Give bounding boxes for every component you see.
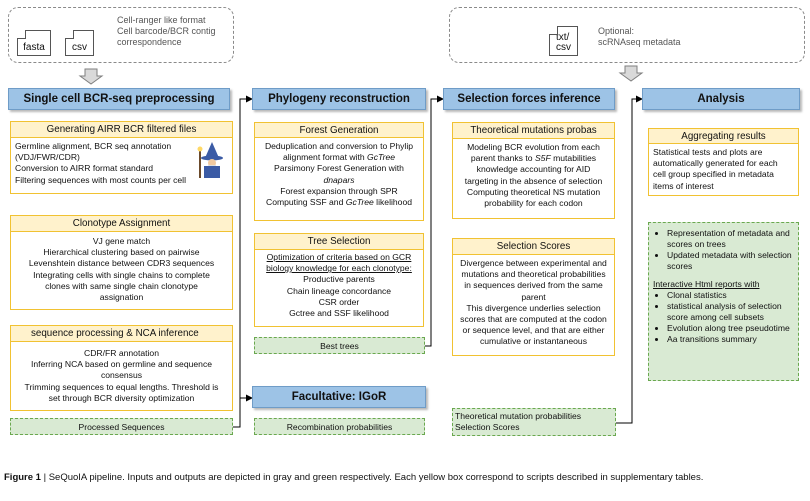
box-airr-title: Generating AIRR BCR filtered files xyxy=(10,121,233,138)
output-best-trees: Best trees xyxy=(254,337,425,354)
optional-description: Optional: scRNAseq metadata xyxy=(598,26,681,47)
output-processed-sequences: Processed Sequences xyxy=(10,418,233,435)
box-clonotype-body: VJ gene match Hierarchical clustering ba… xyxy=(10,231,233,310)
connector-3-4 xyxy=(616,95,643,424)
header-preprocessing: Single cell BCR-seq preprocessing xyxy=(8,88,230,110)
optional-input-box: txt/ csv Optional: scRNAseq metadata xyxy=(449,7,805,63)
box-nca-title: sequence processing & NCA inference xyxy=(10,325,233,342)
box-tree-selection-body: Optimization of criteria based on GCR bi… xyxy=(254,249,424,327)
output-recombination-probabilities: Recombination probabilities xyxy=(254,418,425,435)
box-aggregating-title: Aggregating results xyxy=(648,128,799,144)
down-arrow-icon xyxy=(618,65,644,82)
figure-caption: Figure 1 | SeQuoIA pipeline. Inputs and … xyxy=(4,472,704,483)
box-selection-scores-title: Selection Scores xyxy=(452,238,615,255)
header-facultative-igor: Facultative: IGoR xyxy=(252,386,426,408)
box-mutation-probas-body: Modeling BCR evolution from each parent … xyxy=(452,138,615,219)
box-forest-title: Forest Generation xyxy=(254,122,424,138)
box-clonotype-title: Clonotype Assignment xyxy=(10,215,233,232)
connector-2-3 xyxy=(425,95,444,347)
connector-1-2 xyxy=(233,95,253,428)
header-selection-forces: Selection forces inference xyxy=(443,88,615,110)
header-phylogeny: Phylogeny reconstruction xyxy=(252,88,426,110)
box-aggregating-body: Statistical tests and plots are automati… xyxy=(648,143,799,196)
box-airr-body: Germline alignment, BCR seq annotation (… xyxy=(10,137,233,194)
box-tree-selection-title: Tree Selection xyxy=(254,233,424,250)
file-icon: csv xyxy=(65,30,94,56)
box-selection-scores-body: Divergence between experimental and muta… xyxy=(452,254,615,356)
box-nca-body: CDR/FR annotation Inferring NCA based on… xyxy=(10,341,233,411)
box-mutation-probas-title: Theoretical mutations probas xyxy=(452,122,615,139)
wizard-icon xyxy=(197,142,223,178)
down-arrow-icon xyxy=(78,68,104,85)
output-analysis-results: Representation of metadata and scores on… xyxy=(648,222,799,381)
header-analysis: Analysis xyxy=(642,88,800,110)
box-forest-body: Deduplication and conversion to Phylip a… xyxy=(254,137,424,221)
file-icon: txt/ csv xyxy=(549,26,578,56)
output-theoretical-scores: Theoretical mutation probabilities Selec… xyxy=(452,408,616,436)
file-icon: fasta xyxy=(17,30,51,56)
input-description: Cell-ranger like format Cell barcode/BCR… xyxy=(117,15,216,47)
input-box: fasta csv Cell-ranger like format Cell b… xyxy=(8,7,234,63)
